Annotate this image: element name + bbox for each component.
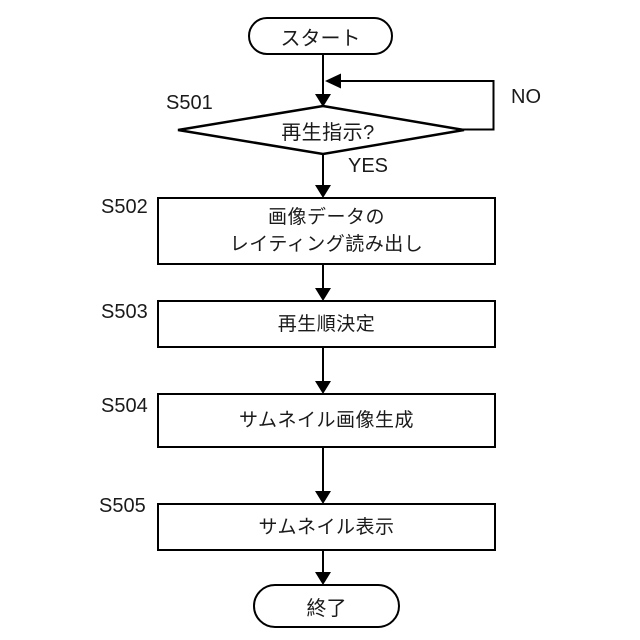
start-node: スタート: [248, 17, 393, 55]
process-node-s502-line1: 画像データの: [267, 207, 385, 228]
start-node-label: スタート: [280, 27, 361, 50]
process-node-s503-line1: 再生順決定: [277, 313, 376, 335]
process-node-s503: 再生順決定: [157, 300, 496, 348]
decision-diamond-shape: [177, 104, 465, 156]
process-node-s504: サムネイル画像生成: [157, 393, 496, 448]
step-label-s501: S501: [166, 92, 213, 114]
step-label-s505: S505: [99, 495, 146, 517]
decision-yes-label: YES: [348, 155, 389, 177]
end-node: 終了: [253, 584, 400, 628]
process-node-s504-line1: サムネイル画像生成: [238, 410, 415, 431]
process-node-s505-line1: サムネイル表示: [258, 516, 395, 538]
arrowhead-into-s503: [315, 288, 331, 301]
arrowhead-into-s502: [315, 185, 331, 198]
arrowhead-into-s505: [315, 491, 331, 504]
end-node-label: 終了: [306, 597, 347, 620]
arrowhead-into-s504: [315, 381, 331, 394]
decision-node-label: 再生指示?: [281, 121, 375, 144]
step-label-s502: S502: [101, 196, 148, 218]
decision-no-label: NO: [511, 86, 541, 108]
step-label-s504: S504: [101, 395, 148, 417]
arrowhead-into-end: [315, 572, 331, 585]
process-node-s505: サムネイル表示: [157, 503, 496, 551]
step-label-s503: S503: [101, 301, 148, 323]
arrowhead-no-loop-left: [325, 73, 341, 89]
process-node-s502-line2: レイティング読み出し: [229, 234, 424, 255]
process-node-s502: 画像データの レイティング読み出し: [157, 197, 496, 265]
arrowhead-into-decision: [315, 94, 331, 107]
